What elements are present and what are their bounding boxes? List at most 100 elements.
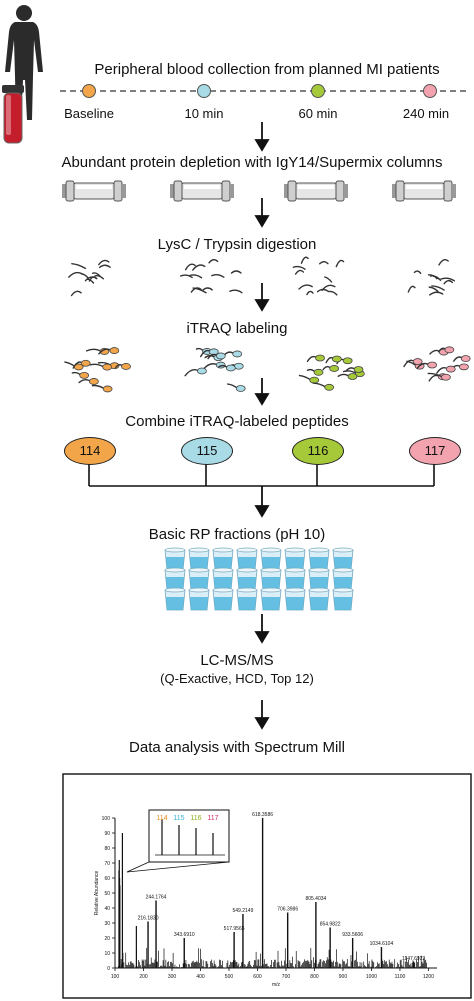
fraction-tube-icon	[212, 547, 234, 571]
x-axis-label: m/z	[272, 982, 281, 988]
step-itraq-labeling: iTRAQ labeling	[186, 320, 288, 337]
fraction-tube-icon	[188, 567, 210, 591]
y-tick-label: 60	[104, 876, 110, 882]
combine-bracket	[88, 464, 435, 487]
fraction-tube-icon	[284, 567, 306, 591]
y-tick-label: 0	[107, 966, 110, 972]
fraction-tube-icon	[284, 587, 306, 611]
fraction-tube-icon	[260, 547, 282, 571]
itraq-tag-117: 117	[409, 437, 461, 465]
peak-label: 1147.6923	[402, 956, 425, 962]
y-tick-label: 70	[104, 861, 110, 867]
peptide-cluster-icon	[68, 259, 111, 297]
human-figure-icon	[5, 5, 43, 120]
labeled-peptide-cluster-icon	[184, 347, 246, 392]
fraction-tube-icon	[164, 547, 186, 571]
peak-label: 1034.6104	[370, 941, 394, 947]
x-tick-label: 200	[139, 974, 148, 980]
step-lcms: LC-MS/MS	[200, 652, 274, 669]
itraq-tag-115: 115	[181, 437, 233, 465]
timepoint-label: 240 min	[402, 106, 450, 121]
fraction-tube-icon	[188, 547, 210, 571]
peptide-cluster-icon	[292, 256, 345, 296]
timepoint-dot	[197, 84, 211, 98]
y-tick-label: 10	[104, 951, 110, 957]
x-tick-label: 1200	[423, 974, 434, 980]
inset-reporter-label: 117	[207, 815, 218, 822]
peak-label: 244.1764	[146, 895, 167, 901]
inset-connector	[126, 861, 150, 873]
inset-reporter-label: 114	[156, 815, 167, 822]
step-basic-rp-fractions: Basic RP fractions (pH 10)	[148, 526, 326, 543]
step-blood-collection: Peripheral blood collection from planned…	[94, 61, 440, 78]
timepoint-dot	[311, 84, 325, 98]
timepoint-label: 60 min	[298, 106, 338, 121]
peak-label: 854.9822	[320, 922, 341, 928]
peak-label: 618.3586	[252, 812, 273, 818]
y-tick-label: 30	[104, 921, 110, 927]
fraction-tube-icon	[308, 587, 330, 611]
fraction-tube-icon	[260, 567, 282, 591]
peak-label: 805.4034	[305, 896, 326, 902]
x-tick-label: 600	[253, 974, 262, 980]
labeled-peptide-cluster-icon	[64, 347, 131, 393]
y-axis-label: Relative Abundance	[94, 871, 100, 916]
fraction-tube-icon	[236, 567, 258, 591]
timepoint-dot	[82, 84, 96, 98]
peak-label: 343.6910	[174, 932, 195, 938]
fraction-tube-icon	[284, 547, 306, 571]
digested-peptides	[68, 256, 456, 297]
step-lcms-detail: (Q-Exactive, HCD, Top 12)	[160, 671, 314, 686]
y-tick-label: 40	[104, 906, 110, 912]
fraction-tube-icon	[164, 567, 186, 591]
labeled-peptides	[64, 346, 471, 393]
column-icon	[62, 180, 126, 202]
inset-connector	[126, 861, 230, 873]
x-tick-label: 700	[282, 974, 291, 980]
step-data-analysis: Data analysis with Spectrum Mill	[129, 739, 345, 756]
depletion-columns	[62, 180, 456, 202]
y-tick-label: 50	[104, 891, 110, 897]
x-tick-label: 300	[168, 974, 177, 980]
peptide-cluster-icon	[407, 259, 456, 296]
fraction-tube-icon	[164, 587, 186, 611]
peak-label: 706.3986	[277, 907, 298, 913]
timepoint-dot	[423, 84, 437, 98]
fraction-tube-icon	[332, 587, 354, 611]
x-tick-label: 100	[111, 974, 120, 980]
x-tick-label: 1100	[395, 974, 406, 980]
fraction-tube-icon	[260, 587, 282, 611]
timepoint-label: 10 min	[184, 106, 224, 121]
blood-tube-icon	[2, 85, 24, 144]
x-tick-label: 400	[196, 974, 205, 980]
x-tick-label: 500	[225, 974, 234, 980]
peak-label: 549.2149	[233, 908, 254, 914]
peptide-cluster-icon	[179, 259, 243, 294]
column-icon	[284, 180, 348, 202]
y-tick-label: 20	[104, 936, 110, 942]
fraction-tube-icon	[236, 547, 258, 571]
fraction-tube-icon	[332, 547, 354, 571]
y-tick-label: 80	[104, 846, 110, 852]
fraction-tube-icon	[188, 587, 210, 611]
itraq-tag-116: 116	[292, 437, 344, 465]
fraction-tubes	[164, 547, 354, 611]
fraction-tube-icon	[308, 567, 330, 591]
inset-reporter-label: 115	[173, 815, 184, 822]
step-combine: Combine iTRAQ-labeled peptides	[125, 413, 349, 430]
x-tick-label: 900	[339, 974, 348, 980]
itraq-tag-114: 114	[64, 437, 116, 465]
fraction-tube-icon	[212, 567, 234, 591]
step-protein-depletion: Abundant protein depletion with IgY14/Su…	[61, 154, 443, 171]
y-tick-label: 90	[104, 831, 110, 837]
x-tick-label: 1000	[366, 974, 377, 980]
labeled-peptide-cluster-icon	[298, 354, 365, 391]
step-digestion: LysC / Trypsin digestion	[157, 236, 317, 253]
step-arrows	[254, 122, 270, 730]
fraction-tube-icon	[212, 587, 234, 611]
column-icon	[170, 180, 234, 202]
peak-label: 933.5606	[342, 932, 363, 938]
